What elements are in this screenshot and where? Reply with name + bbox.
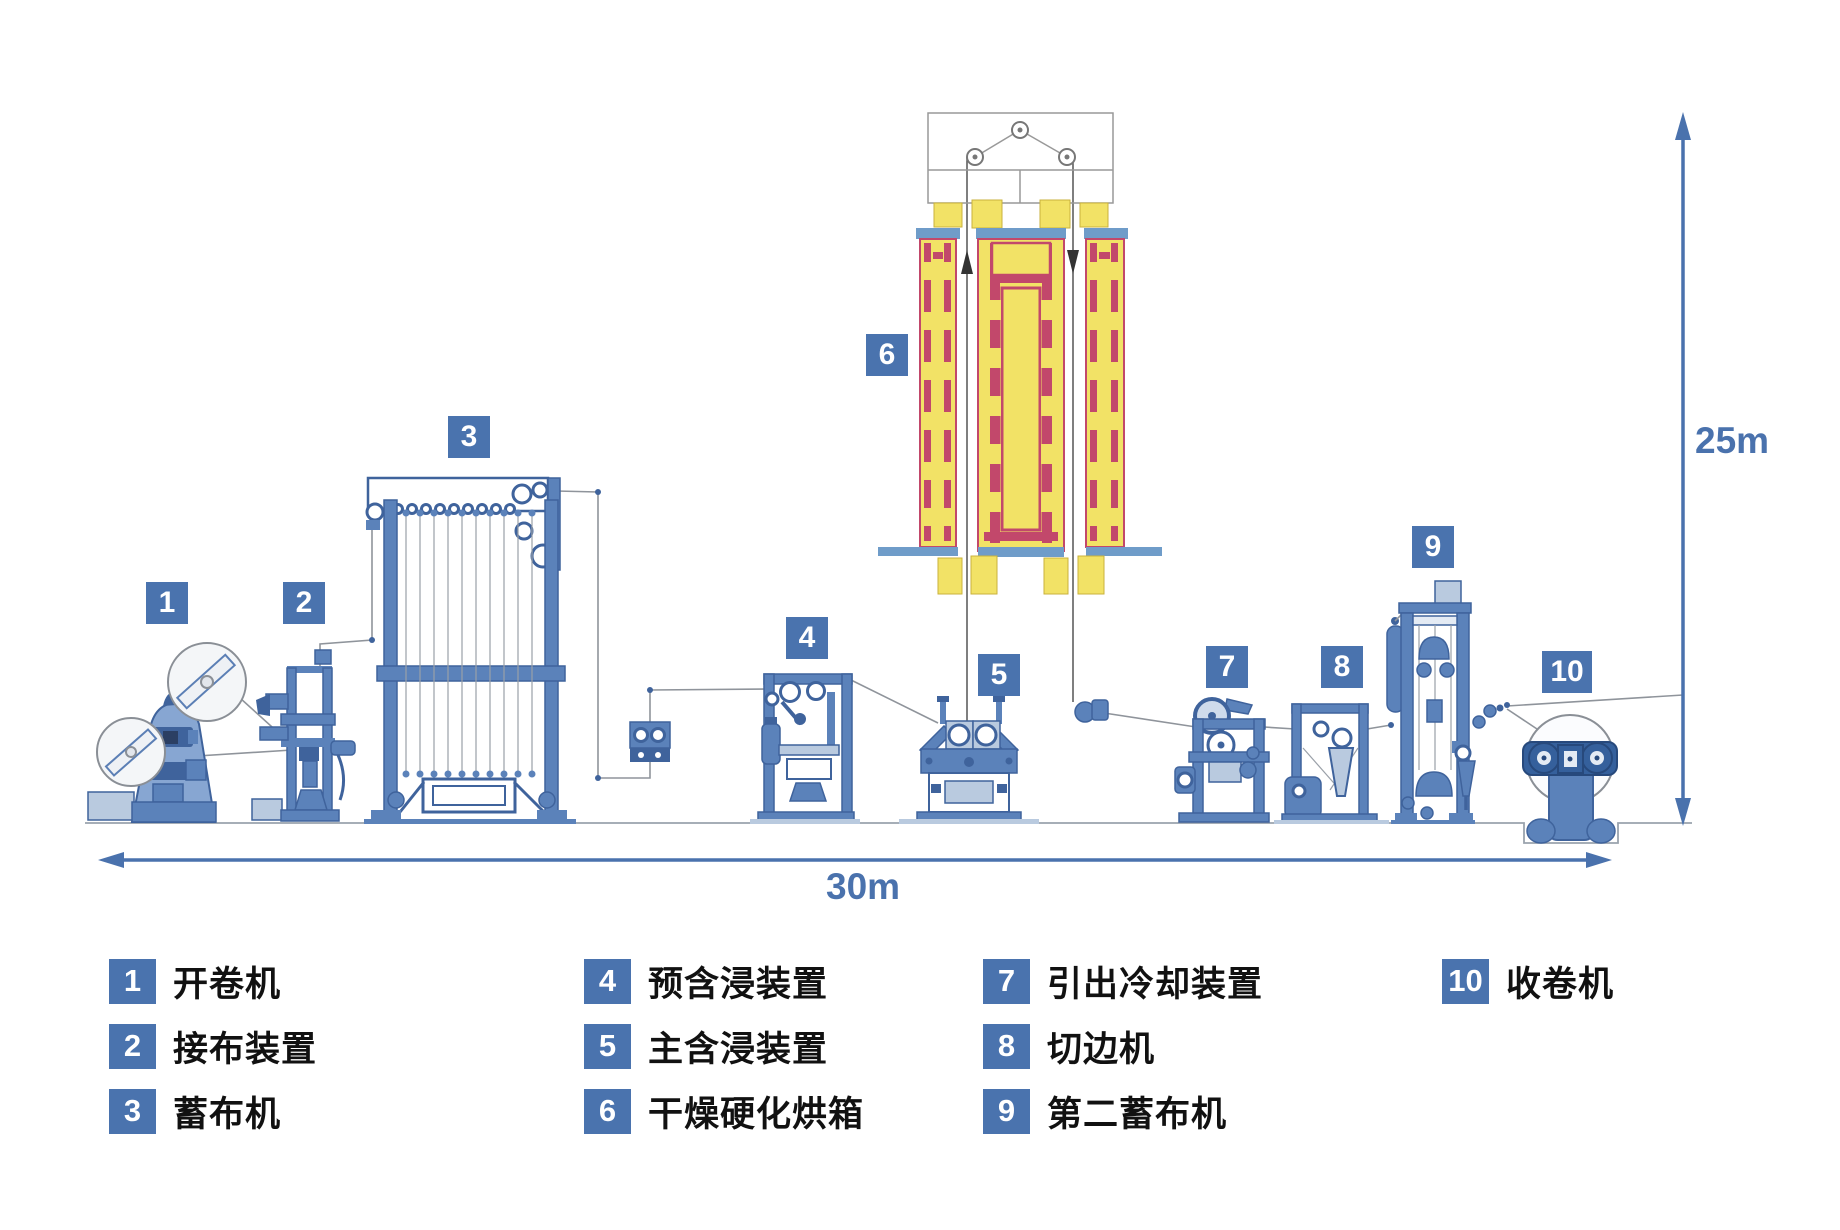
diagram-badge-6: 6 (866, 334, 908, 376)
legend-badge-10: 10 (1442, 958, 1489, 1004)
legend-label-5: 主含浸装置 (648, 1029, 829, 1069)
web-path-lines (165, 157, 1684, 781)
diagram-badge-10: 10 (1542, 651, 1592, 693)
width-dimension-arrow (98, 852, 1612, 868)
legend-item-2: 2 接布装置 (109, 1023, 317, 1069)
legend-item-3: 3 蓄布机 (109, 1088, 281, 1134)
ground-line (85, 822, 1692, 844)
diagram-badge-2: 2 (283, 582, 325, 624)
diagram-badge-9: 9 (1412, 526, 1454, 568)
legend-label-6: 干燥硬化烘箱 (648, 1094, 865, 1134)
machine-3-accumulator (364, 476, 576, 824)
legend-item-4: 4 预含浸装置 (584, 958, 828, 1004)
machine-6-oven (878, 112, 1162, 595)
diagram-badge-8: 8 (1321, 646, 1363, 688)
legend-badge-4: 4 (584, 958, 631, 1004)
width-dimension-label: 30m (826, 866, 901, 907)
machine-8-edge-trimmer (1274, 703, 1389, 824)
legend-item-5: 5 主含浸装置 (584, 1023, 828, 1069)
legend-label-3: 蓄布机 (173, 1094, 282, 1134)
legend-badge-3: 3 (109, 1088, 156, 1134)
legend-badge-1: 1 (109, 958, 156, 1004)
machine-9-accumulator2 (1386, 580, 1510, 824)
legend-label-2: 接布装置 (173, 1029, 318, 1069)
diagram-badge-3: 3 (448, 416, 490, 458)
legend-item-9: 9 第二蓄布机 (983, 1088, 1227, 1134)
legend-item-7: 7 引出冷却装置 (983, 958, 1263, 1004)
machine-7-cooler (1174, 697, 1270, 823)
machine-5-impregnator (899, 696, 1039, 824)
legend-badge-8: 8 (983, 1023, 1030, 1069)
legend-item-8: 8 切边机 (983, 1023, 1155, 1069)
height-dimension-label: 25m (1695, 420, 1770, 461)
legend-label-4: 预含浸装置 (648, 964, 829, 1004)
legend-badge-9: 9 (983, 1088, 1030, 1134)
legend-badge-6: 6 (584, 1088, 631, 1134)
legend-label-7: 引出冷却装置 (1047, 964, 1264, 1004)
diagram-badge-7: 7 (1206, 646, 1248, 688)
legend-item-10: 10 收卷机 (1442, 958, 1614, 1004)
legend-label-10: 收卷机 (1506, 964, 1615, 1004)
machine-1-unwinder (87, 642, 247, 823)
legend-label-8: 切边机 (1047, 1029, 1156, 1069)
diagram-badge-4: 4 (786, 617, 828, 659)
legend-badge-5: 5 (584, 1023, 631, 1069)
legend-label-9: 第二蓄布机 (1047, 1094, 1228, 1134)
legend-item-6: 6 干燥硬化烘箱 (584, 1088, 864, 1134)
machine-10-winder (1522, 714, 1618, 844)
legend-badge-7: 7 (983, 958, 1030, 1004)
machine-4-preimpregnator (750, 673, 860, 824)
legend-badge-2: 2 (109, 1023, 156, 1069)
web-guide-box (629, 721, 671, 762)
legend-item-1: 1 开卷机 (109, 958, 281, 1004)
diagram-badge-1: 1 (146, 582, 188, 624)
oven-exit-pulley (1074, 699, 1109, 723)
height-dimension-arrow (1675, 112, 1691, 826)
legend-label-1: 开卷机 (173, 964, 282, 1004)
diagram-badge-5: 5 (978, 654, 1020, 696)
machine-2-splicer (251, 649, 356, 822)
